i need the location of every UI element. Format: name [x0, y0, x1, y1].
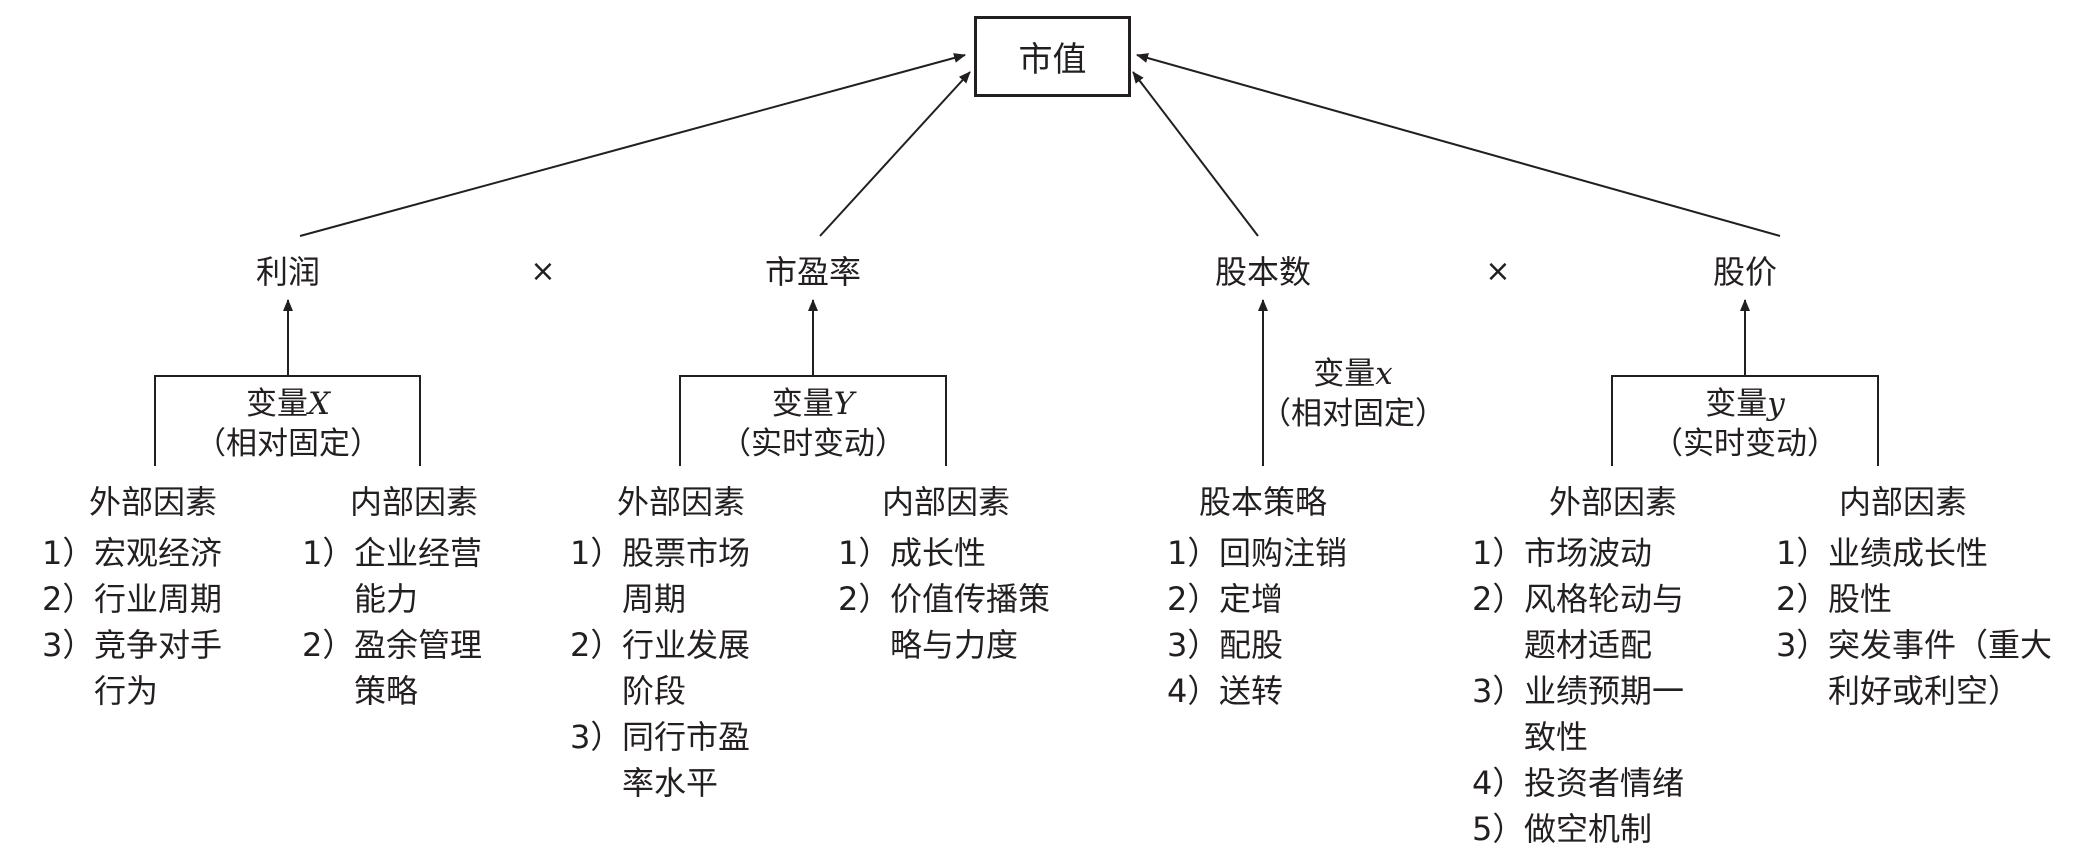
list-item: 1）宏观经济: [42, 534, 223, 572]
group-title-share-strategy: 股本策略: [1198, 483, 1328, 521]
list-item: 2）行业周期: [42, 580, 223, 618]
list-item: 3）竞争对手行为: [42, 626, 223, 710]
root-node-market-value: 市值: [974, 16, 1131, 97]
factor-share-count: 股本数: [1214, 253, 1312, 291]
list-item: 2）股性: [1776, 580, 1893, 618]
arrow-profit-to-value: [299, 53, 966, 237]
list-item: 1）企业经营能力: [302, 534, 483, 618]
list-item: 1）业绩成长性: [1776, 534, 1989, 572]
list-item: 2）价值传播策略与力度: [838, 580, 1051, 664]
factor-list-pe-external: 1）股票市场周期 2）行业发展阶段 3）同行市盈率水平: [570, 530, 750, 806]
arrow-shares-to-value: [1132, 71, 1259, 237]
variable-X: 变量X （相对固定）: [191, 384, 385, 464]
group-title-pe-internal: 内部因素: [881, 483, 1011, 521]
factor-stock-price: 股价: [1712, 253, 1778, 291]
group-title-profit-external: 外部因素: [88, 483, 218, 521]
factor-list-price-external: 1）市场波动 2）风格轮动与题材适配 3）业绩预期一致性 4）投资者情绪 5）做…: [1472, 530, 1684, 852]
bracket-varY: [679, 375, 947, 466]
group-title-pe-external: 外部因素: [616, 483, 746, 521]
list-item: 4）送转: [1167, 672, 1284, 710]
list-item: 2）风格轮动与题材适配: [1472, 580, 1685, 664]
factor-list-price-internal: 1）业绩成长性 2）股性 3）突发事件（重大利好或利空）: [1776, 530, 2052, 714]
list-item: 1）市场波动: [1472, 534, 1653, 572]
factor-list-share-strategy: 1）回购注销 2）定增 3）配股 4）送转: [1167, 530, 1347, 714]
factor-pe-ratio: 市盈率: [764, 253, 862, 291]
list-item: 3）配股: [1167, 626, 1284, 664]
group-title-price-external: 外部因素: [1548, 483, 1678, 521]
bracket-vary: [1611, 375, 1879, 466]
list-item: 1）成长性: [838, 534, 987, 572]
variable-x: 变量x （相对固定）: [1260, 356, 1446, 432]
factor-profit: 利润: [255, 253, 321, 291]
list-item: 2）行业发展阶段: [570, 626, 751, 710]
list-item: 5）做空机制: [1472, 810, 1653, 848]
list-item: 2）盈余管理策略: [302, 626, 483, 710]
list-item: 2）定增: [1167, 580, 1284, 618]
variable-y: 变量y （实时变动）: [1648, 384, 1842, 464]
list-item: 1）回购注销: [1167, 534, 1348, 572]
factor-list-profit-external: 1）宏观经济 2）行业周期 3）竞争对手行为: [42, 530, 222, 714]
bracket-varX: [154, 375, 421, 466]
factor-list-pe-internal: 1）成长性 2）价值传播策略与力度: [838, 530, 1050, 668]
list-item: 3）突发事件（重大利好或利空）: [1776, 626, 2053, 710]
multiply-operator-1: ×: [530, 254, 556, 289]
list-item: 4）投资者情绪: [1472, 764, 1685, 802]
list-item: 1）股票市场周期: [570, 534, 751, 618]
list-item: 3）业绩预期一致性: [1472, 672, 1685, 756]
factor-list-profit-internal: 1）企业经营能力 2）盈余管理策略: [302, 530, 482, 714]
multiply-operator-2: ×: [1485, 254, 1511, 289]
variable-Y: 变量Y （实时变动）: [716, 384, 910, 464]
list-item: 3）同行市盈率水平: [570, 718, 751, 802]
group-title-profit-internal: 内部因素: [349, 483, 479, 521]
arrow-pe-to-value: [819, 71, 971, 237]
arrow-price-to-value: [1136, 53, 1781, 237]
group-title-price-internal: 内部因素: [1838, 483, 1968, 521]
